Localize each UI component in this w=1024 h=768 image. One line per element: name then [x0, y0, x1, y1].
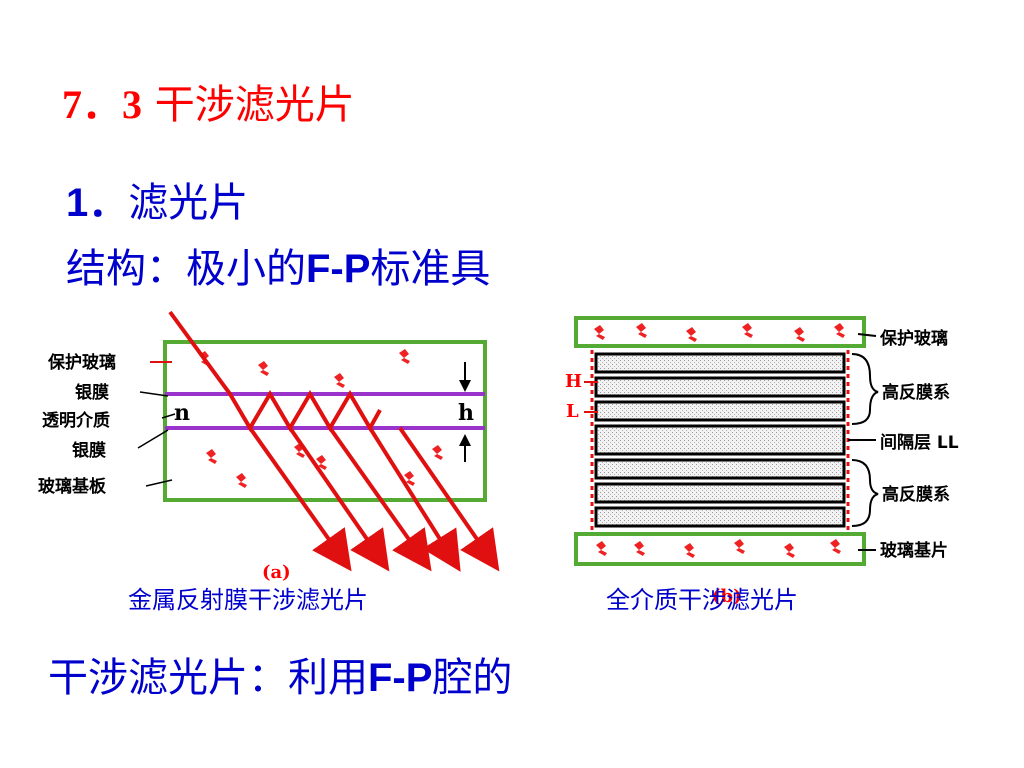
figure-a-metal-film-filter: 保护玻璃 银膜 透明介质 银膜 玻璃基板 n h (a): [38, 310, 500, 583]
title-text: 干涉滤光片: [154, 82, 355, 128]
protective-glass-plate: [574, 316, 866, 348]
label-H: H: [565, 371, 582, 392]
light-rays: [168, 310, 500, 572]
subsection-heading: 1．滤光片: [66, 170, 248, 228]
footer-fp: F-P: [368, 656, 433, 700]
label-high-reflect-2: 高反膜系: [882, 484, 950, 505]
label-n: n: [174, 400, 190, 426]
label-silver-film-2: 银膜: [72, 440, 106, 461]
film-layers: [594, 352, 846, 528]
figure-b-dielectric-filter: H L 保护玻璃 高反膜系 间隔层 LL 高反膜系 玻璃基片 (b): [565, 316, 959, 607]
figure-a-tag: (a): [262, 562, 291, 583]
structure-line: 结构：极小的F-P标准具: [66, 236, 490, 294]
structure-fp: F-P: [306, 247, 371, 291]
subsection-text: 滤光片: [128, 180, 249, 226]
section-number: 7．3: [62, 82, 142, 127]
caption-figure-a: 金属反射膜干涉滤光片: [128, 586, 368, 614]
label-substrate-b: 玻璃基片: [880, 540, 948, 561]
footer-line: 干涉滤光片：利用F-P腔的: [48, 645, 512, 703]
structure-suffix: 标准具: [370, 246, 491, 292]
footer-prefix: 干涉滤光片：利用: [48, 655, 368, 701]
structure-prefix: 结构：极小的: [66, 246, 306, 292]
label-protective-glass: 保护玻璃: [47, 352, 116, 373]
label-silver-film-1: 银膜: [75, 382, 109, 403]
slide-title: 7．3 干涉滤光片: [62, 72, 355, 130]
label-h: h: [458, 400, 474, 426]
label-spacer: 间隔层 LL: [880, 432, 959, 453]
footer-suffix: 腔的: [432, 655, 513, 701]
label-glass-substrate: 玻璃基板: [38, 476, 107, 497]
label-L: L: [566, 401, 579, 422]
figure-b-tag: (b): [712, 586, 742, 607]
caption-figure-b: 全介质干涉滤光片: [606, 586, 798, 614]
label-protect-glass-b: 保护玻璃: [879, 328, 948, 349]
label-transparent-medium: 透明介质: [42, 410, 110, 431]
substrate-plate: [574, 532, 866, 566]
subsection-number: 1．: [66, 181, 129, 225]
label-high-reflect-1: 高反膜系: [882, 382, 950, 403]
